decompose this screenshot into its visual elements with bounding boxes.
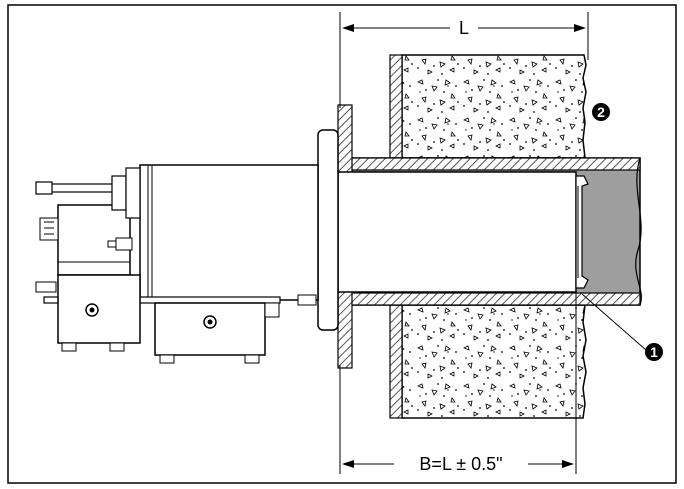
burner-housing (139, 164, 319, 306)
control-box (35, 204, 281, 352)
callout-1: 1 (581, 293, 663, 361)
concrete-wall-lower (401, 304, 587, 419)
dimension-top-label: L (459, 18, 469, 38)
burner-nozzle-tip (575, 175, 589, 289)
transformer-box (154, 302, 280, 364)
pipe-wall-bottom (349, 292, 641, 306)
callout-1-marker (645, 343, 663, 361)
dimension-bottom-label: B=L ± 0.5" (419, 454, 502, 474)
callout-2: 2 (592, 103, 610, 121)
pipe-break-line (635, 157, 642, 306)
wall-liner-upper (389, 54, 403, 159)
callout-2-number: 2 (597, 104, 605, 120)
top-rod-assembly (35, 167, 141, 251)
burner-flange-ring (317, 129, 339, 331)
burner-tube (337, 171, 589, 293)
callout-2-marker (592, 103, 610, 121)
transformer-box-body (154, 302, 266, 356)
burner-tube-body (337, 171, 577, 293)
top-rod (49, 183, 121, 193)
pipe-wall-top (349, 157, 641, 171)
wall-liner-lower (389, 304, 403, 419)
concrete-wall-upper (401, 54, 587, 159)
callout-1-number: 1 (650, 344, 658, 360)
dimension-bottom: B=L ± 0.5" (339, 292, 577, 474)
control-box-lower (57, 274, 141, 344)
dimension-top: L (339, 12, 589, 108)
burner-main-body (139, 164, 319, 301)
